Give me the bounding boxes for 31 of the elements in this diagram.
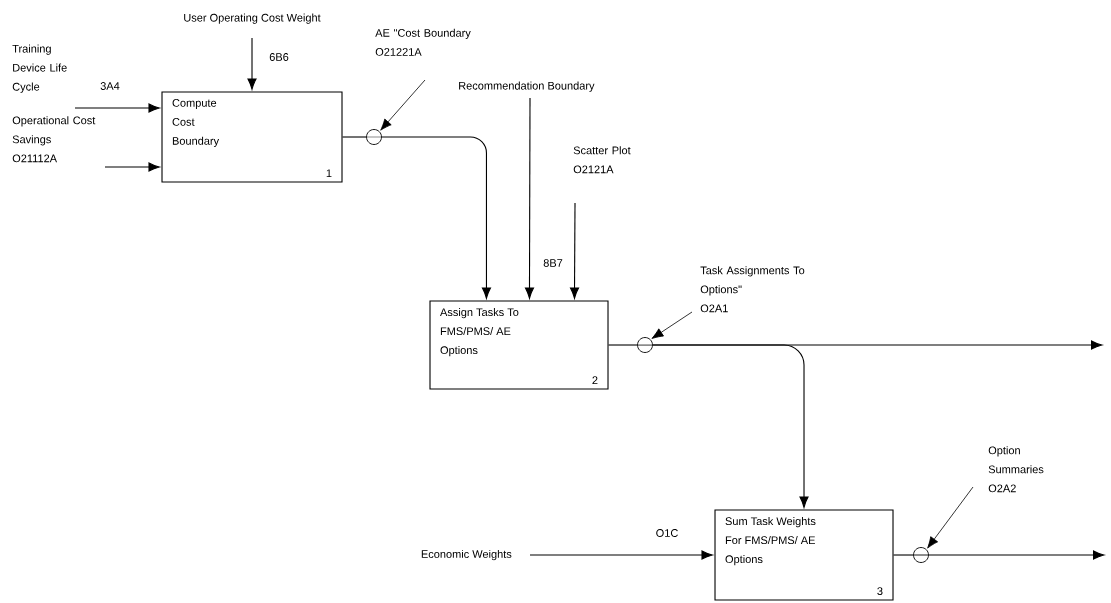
input-label: Economic Weights bbox=[421, 549, 512, 561]
arrow bbox=[74, 103, 160, 113]
input-label: Option Summaries O2A2 bbox=[988, 446, 1044, 493]
arrow bbox=[381, 136, 492, 299]
input-label: Operational Cost Savings O21112A bbox=[12, 116, 96, 163]
input-label: Training Device Life Cycle bbox=[12, 44, 67, 93]
process-box: Sum Task Weights For FMS/PMS/ AE Options 3 bbox=[714, 509, 894, 601]
tunnel-circle bbox=[913, 547, 929, 563]
tunnel-circle bbox=[637, 337, 653, 353]
input-label: Task Assignments To Options" O2A1 bbox=[700, 266, 805, 313]
process-box: Compute Cost Boundary 1 bbox=[161, 91, 343, 183]
tunnel-circle bbox=[366, 129, 382, 145]
arrow bbox=[529, 550, 713, 560]
reference-code: 3A4 bbox=[100, 82, 120, 90]
leader-line bbox=[927, 486, 974, 549]
process-box: Assign Tasks To FMS/PMS/ AE Options 2 bbox=[429, 300, 609, 390]
arrow bbox=[524, 97, 535, 299]
input-label: AE "Cost Boundary O21221A bbox=[375, 28, 471, 56]
leader-line bbox=[380, 79, 426, 131]
edge-label: 8B7 bbox=[542, 258, 564, 268]
input-label: Scatter Plot O2121A bbox=[573, 146, 631, 174]
arrow bbox=[652, 344, 809, 508]
arrow bbox=[928, 550, 1105, 560]
arrow bbox=[104, 162, 160, 172]
input-label: Recommendation Boundary bbox=[459, 81, 595, 92]
arrow bbox=[247, 37, 257, 90]
leader-line bbox=[651, 311, 693, 339]
input-label: User Operating Cost Weight bbox=[184, 13, 321, 24]
edge-label: 6B6 bbox=[268, 52, 290, 62]
edge-label: O1C bbox=[654, 528, 680, 538]
arrow bbox=[569, 202, 580, 299]
